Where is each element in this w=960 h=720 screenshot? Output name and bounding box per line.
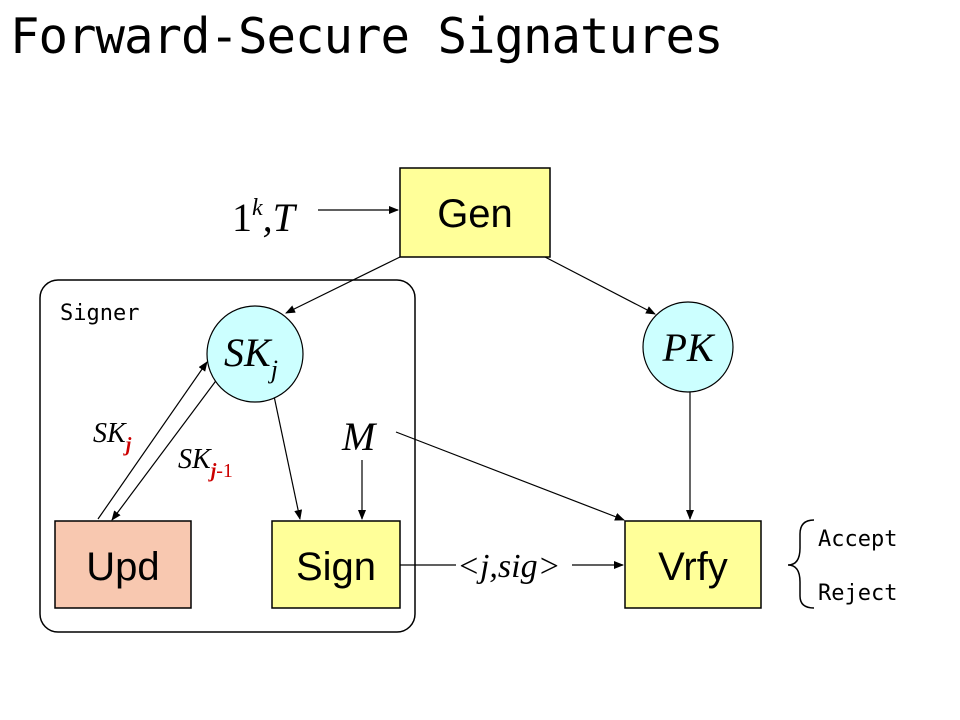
arrow-sk-to-upd — [111, 377, 219, 521]
arrow-message-to-vrfy — [395, 431, 625, 521]
vrfy-box: Vrfy — [624, 520, 762, 609]
public-key-label: PK — [661, 325, 715, 370]
outcome-accept: Accept — [818, 527, 897, 552]
arrow-gen-to-pk — [544, 256, 656, 315]
signature-label: <j,sig> — [457, 548, 561, 585]
gen-box: Gen — [399, 167, 551, 258]
vrfy-label: Vrfy — [658, 545, 728, 589]
gen-label: Gen — [437, 192, 513, 236]
sign-label: Sign — [296, 545, 376, 589]
secret-key-base: SK — [224, 330, 273, 375]
secret-key-node: SKj — [206, 305, 304, 403]
upd-in-sub-rest: -1 — [216, 460, 233, 482]
upd-out-label: SKj — [93, 418, 132, 456]
gen-input-label: 1k,T — [232, 195, 298, 240]
page-title: Forward-Secure Signatures — [10, 8, 724, 65]
gen-input-sup: k — [252, 195, 263, 221]
public-key-node: PK — [642, 301, 734, 393]
upd-in-label: SKj-1 — [178, 444, 233, 482]
upd-in-sub-var: j — [208, 460, 217, 482]
upd-label: Upd — [86, 545, 159, 589]
upd-box: Upd — [54, 520, 192, 609]
arrows — [97, 206, 694, 569]
gen-input-one: 1 — [232, 195, 252, 240]
signer-label: Signer — [60, 301, 139, 326]
gen-input-rest: ,T — [263, 195, 298, 240]
secret-key-sub: j — [268, 355, 278, 384]
upd-in-base: SK — [178, 444, 212, 475]
upd-out-sub: j — [123, 434, 132, 456]
message-label: M — [341, 414, 378, 459]
arrow-sk-to-sign — [273, 395, 303, 520]
arrow-gen-to-sk — [285, 256, 401, 314]
signer-container — [39, 279, 416, 633]
outcome-reject: Reject — [818, 581, 897, 606]
upd-out-base: SK — [93, 418, 127, 449]
outcome-brace — [787, 519, 815, 609]
sign-box: Sign — [271, 520, 401, 609]
svg-text:SKj: SKj — [224, 330, 278, 384]
arrow-upd-to-sk — [97, 361, 208, 520]
